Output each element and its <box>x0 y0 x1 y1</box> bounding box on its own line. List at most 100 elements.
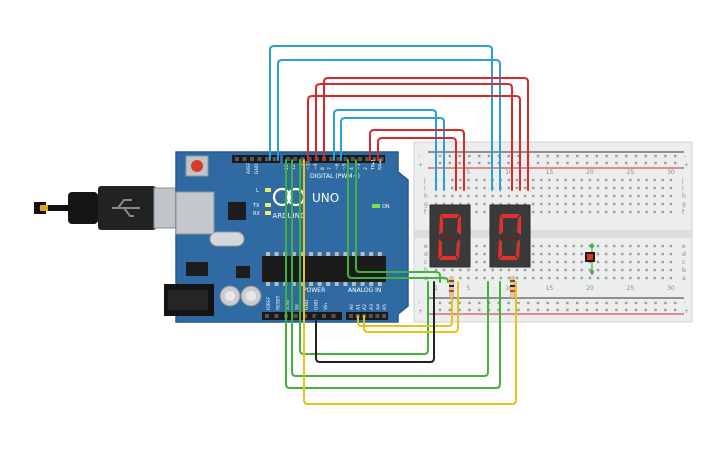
wire-red-3[interactable] <box>323 77 529 191</box>
column-number: 20 <box>586 169 594 176</box>
row-letter: f <box>424 209 427 216</box>
power-pin-label: IOREF <box>266 296 272 310</box>
row-letter: h <box>682 193 686 200</box>
seven-segment-display[interactable] <box>429 204 471 268</box>
usb-cable <box>34 186 185 230</box>
rail-plus-bottom: + <box>418 308 423 315</box>
column-number: 20 <box>586 285 594 292</box>
wire-yellow-3[interactable] <box>357 297 453 327</box>
column-number: 5 <box>466 169 470 176</box>
wire-blue-4[interactable] <box>340 117 445 191</box>
analog-pin-label: A2 <box>362 304 368 310</box>
wire-blue-3[interactable] <box>333 109 437 191</box>
led-rx <box>265 211 271 215</box>
analog-pin-label: A5 <box>382 304 388 310</box>
power-pin-label: GND <box>304 299 310 310</box>
wire-green-4[interactable] <box>347 159 449 283</box>
seven-segment-displays <box>429 204 531 268</box>
power-header <box>262 312 388 320</box>
row-letter: c <box>424 259 427 266</box>
rail-minus-top: - <box>418 153 420 160</box>
digital-pin-label: ~11 <box>298 160 304 170</box>
segment-b <box>517 215 521 235</box>
wire-red-4[interactable] <box>369 129 465 191</box>
reset-button[interactable] <box>185 155 209 177</box>
wire-black-gnd[interactable] <box>315 281 435 363</box>
rail-plus-bottom-right: + <box>684 308 689 315</box>
wire-red-2[interactable] <box>315 83 513 191</box>
segment-e <box>498 239 502 259</box>
row-letter: j <box>681 177 684 184</box>
row-letter: b <box>424 267 428 274</box>
header-pin-label: GND <box>254 163 260 174</box>
segment-f <box>439 215 443 235</box>
digital-pin-label: ~3 <box>356 163 362 170</box>
row-letter: h <box>424 193 428 200</box>
header-pin-label: AREF <box>246 162 252 174</box>
power-header-label: POWER <box>303 287 325 294</box>
wire-red-5[interactable] <box>377 137 457 191</box>
board-model: UNO <box>312 191 339 205</box>
power-pin-label: Vin <box>323 303 329 310</box>
row-letter: b <box>682 267 686 274</box>
red-led-indicator[interactable] <box>585 243 595 275</box>
wire-blue-2[interactable] <box>277 59 501 191</box>
power-pin-label: RESET <box>276 295 282 310</box>
wire-green-3[interactable] <box>299 159 429 355</box>
wire-yellow-2[interactable] <box>363 281 459 333</box>
segment-c <box>456 239 460 259</box>
rail-minus-bottom-right: - <box>684 299 686 306</box>
power-jack <box>164 284 214 316</box>
rail-plus-top: + <box>418 162 423 169</box>
row-letter: d <box>682 251 686 258</box>
digital-pin-label: 2 <box>363 167 369 170</box>
row-letter: a <box>682 275 686 282</box>
analog-pin-label: A3 <box>369 304 375 310</box>
led-rx-label: RX <box>253 211 260 217</box>
wire-green-2[interactable] <box>291 159 489 377</box>
row-letter: f <box>682 209 685 216</box>
segment-g <box>501 237 518 240</box>
column-number: 5 <box>466 285 470 292</box>
analog-pin-label: A4 <box>375 304 381 310</box>
column-number: 1 <box>434 285 438 292</box>
digital-header-label: DIGITAL (PWM~) <box>310 173 360 180</box>
segment-g <box>441 237 458 240</box>
row-letter: g <box>682 201 686 208</box>
segment-d <box>439 256 458 260</box>
led-on <box>372 204 380 208</box>
column-number: 30 <box>667 285 675 292</box>
power-pin-label: GND <box>314 299 320 310</box>
row-letter: d <box>424 251 428 258</box>
column-number: 10 <box>505 285 513 292</box>
segment-a <box>500 214 520 218</box>
row-letter: j <box>423 177 426 184</box>
wires <box>269 45 529 405</box>
digital-pin-label: RX◂0 <box>378 159 384 170</box>
column-number: 15 <box>546 285 554 292</box>
digital-pin-label: TX▸1 <box>370 159 376 171</box>
column-number: 10 <box>505 169 513 176</box>
segment-e <box>438 239 442 259</box>
analog-header-label: ANALOG IN <box>348 287 381 294</box>
seven-segment-display[interactable] <box>489 204 531 268</box>
wire-green-5[interactable] <box>355 159 441 283</box>
digital-pin-label: ~5 <box>342 163 348 170</box>
row-letter: i <box>424 185 426 192</box>
wire-blue-1[interactable] <box>269 45 493 191</box>
led-tx-label: TX <box>252 203 260 209</box>
segment-f <box>499 215 503 235</box>
resistor-right[interactable] <box>510 276 515 298</box>
resistor-left[interactable] <box>449 276 454 298</box>
wire-yellow-1[interactable] <box>303 159 517 405</box>
segment-c <box>516 239 520 259</box>
segment-a <box>440 214 460 218</box>
breadboard-holes <box>434 154 677 312</box>
column-number: 25 <box>627 285 635 292</box>
wire-red-1[interactable] <box>307 95 521 191</box>
wire-green-1[interactable] <box>285 159 501 389</box>
